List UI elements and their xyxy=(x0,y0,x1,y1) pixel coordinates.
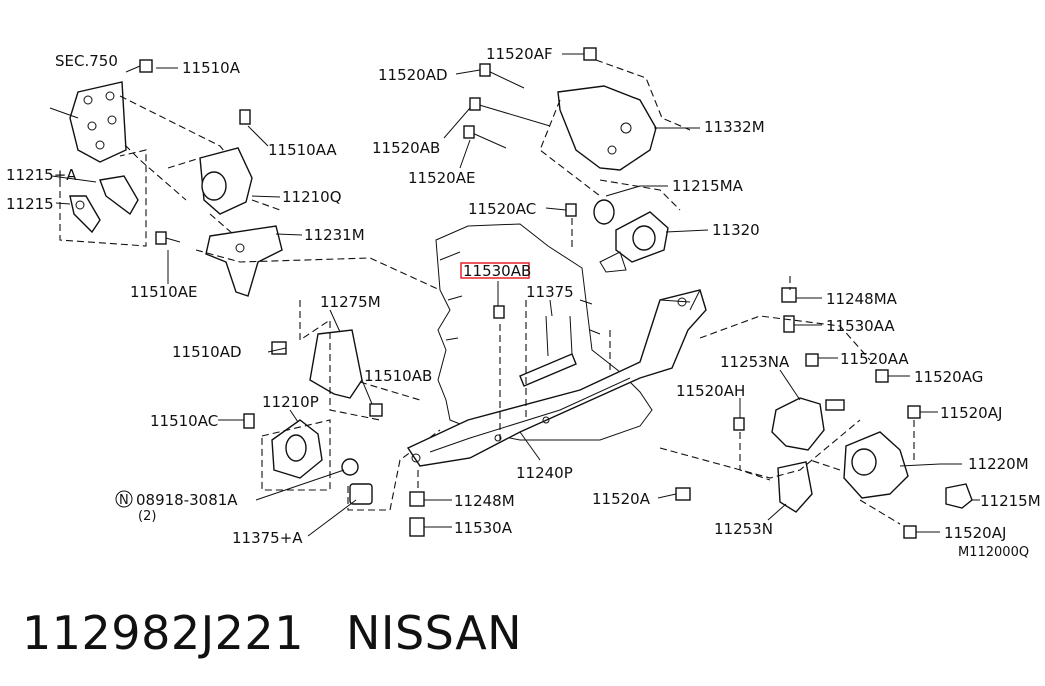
label-11520AJ-top: 11520AJ xyxy=(940,404,1002,422)
bracket-11231M xyxy=(205,225,283,297)
label-11215MA: 11215MA xyxy=(672,177,744,195)
mount-11320 xyxy=(599,211,669,273)
label-11253N: 11253N xyxy=(714,520,773,538)
parts-diagram: SEC.750 11510A 11510AA 11215+A 11215 112… xyxy=(6,45,1041,560)
bracket-11253NA xyxy=(771,353,845,451)
nut-11248MA xyxy=(781,287,797,303)
engine-block-outline xyxy=(435,223,653,441)
bolt-11530A xyxy=(409,517,425,537)
label-11520AJ-bottom: 11520AJ xyxy=(944,524,1006,542)
label-11530AA: 11530AA xyxy=(826,317,895,335)
label-11520A: 11520A xyxy=(592,490,651,508)
leader-lines xyxy=(51,53,980,537)
label-11215: 11215 xyxy=(6,195,54,213)
stopper-11375 xyxy=(519,315,577,387)
label-11510AB: 11510AB xyxy=(364,367,432,385)
label-11332M: 11332M xyxy=(704,118,765,136)
label-11510AD: 11510AD xyxy=(172,343,242,361)
crossmember-11240P xyxy=(406,289,707,467)
label-11215A: 11215+A xyxy=(6,166,77,184)
bolt-11520AG xyxy=(875,369,889,383)
label-11510A: 11510A xyxy=(182,59,241,77)
label-11231M: 11231M xyxy=(304,226,365,244)
sec750-bracket xyxy=(49,81,127,163)
label-08918-qty: (2) xyxy=(138,509,156,524)
engine-mount-11210Q xyxy=(199,109,253,215)
label-11520AD: 11520AD xyxy=(378,66,448,84)
label-11375: 11375 xyxy=(526,283,574,301)
bracket-11332M xyxy=(557,85,657,171)
label-11215M: 11215M xyxy=(980,492,1041,510)
label-11520AF: 11520AF xyxy=(486,45,553,63)
label-11375A: 11375+A xyxy=(232,529,303,547)
brand-name: NISSAN xyxy=(345,606,523,660)
mount-11220M xyxy=(843,431,909,499)
label-11210Q: 11210Q xyxy=(282,188,342,206)
label-11253NA: 11253NA xyxy=(720,353,790,371)
part-number: 112982J221 xyxy=(22,606,304,660)
label-11510AC: 11510AC xyxy=(150,412,218,430)
label-11210P: 11210P xyxy=(262,393,319,411)
label-11320: 11320 xyxy=(712,221,760,239)
link-11215A xyxy=(99,175,139,216)
bolt-11520AC xyxy=(565,203,577,217)
label-11530A: 11530A xyxy=(454,519,513,537)
label-11520AB: 11520AB xyxy=(372,139,440,157)
nut-08918-3081A xyxy=(341,458,359,476)
bolt-11530AA xyxy=(783,315,795,333)
label-sec750: SEC.750 xyxy=(55,52,118,70)
label-11510AE: 11510AE xyxy=(130,283,197,301)
bolt-11520AH xyxy=(733,417,745,431)
label-08918-3081A: 08918-3081A xyxy=(136,491,238,509)
label-11220M: 11220M xyxy=(968,455,1029,473)
caption: 112982J221 NISSAN xyxy=(22,598,522,668)
part-labels: SEC.750 11510A 11510AA 11215+A 11215 112… xyxy=(6,45,1041,560)
label-11520AC: 11520AC xyxy=(468,200,536,218)
label-11520AG: 11520AG xyxy=(914,368,983,386)
bolt-11510A xyxy=(125,59,153,73)
label-11520AH: 11520AH xyxy=(676,382,745,400)
reference-code: M112000Q xyxy=(958,545,1029,560)
label-11248M: 11248M xyxy=(454,492,515,510)
bolt-11530AB xyxy=(493,305,505,319)
engine-mount-11210P xyxy=(243,413,323,479)
n-symbol-circle xyxy=(115,490,133,508)
washer-11215MA xyxy=(593,199,615,225)
link-11215 xyxy=(69,195,101,234)
bolts-top-group xyxy=(463,47,597,149)
label-11275M: 11275M xyxy=(320,293,381,311)
label-11240P: 11240P xyxy=(516,464,573,482)
label-n-symbol: N xyxy=(119,493,129,508)
insulator-11215M xyxy=(945,483,973,509)
nut-11248M xyxy=(409,491,425,507)
bolt-11510AE xyxy=(155,231,181,245)
label-11530AB: 11530AB xyxy=(463,262,531,280)
label-11520AE: 11520AE xyxy=(408,169,475,187)
label-11510AA: 11510AA xyxy=(268,141,337,159)
bracket-11253N xyxy=(675,461,813,513)
bracket-11275M xyxy=(271,329,383,417)
label-11520AA: 11520AA xyxy=(840,350,909,368)
label-11248MA: 11248MA xyxy=(826,290,898,308)
stopper-11375A xyxy=(349,483,373,505)
highlight-box-11530AB xyxy=(460,262,530,279)
